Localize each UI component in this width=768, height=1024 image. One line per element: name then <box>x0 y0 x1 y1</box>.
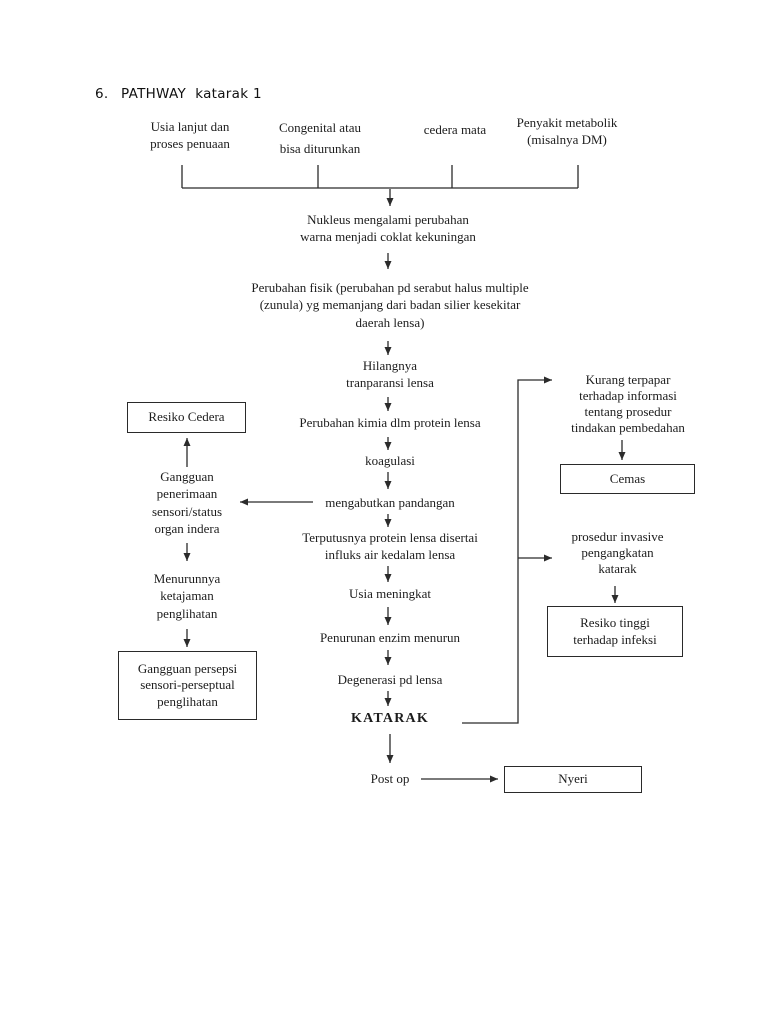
box-gangguan-persepsi: Gangguan persepsi sensori-perseptual pen… <box>118 651 257 720</box>
cause-usia-lanjut: Usia lanjut dan proses penuaan <box>150 119 230 152</box>
node-penurunan-enzim: Penurunan enzim menurun <box>319 630 461 645</box>
node-kurang-terpapar: Kurang terpapar terhadap informasi tenta… <box>571 372 685 436</box>
node-perubahan-fisik: Perubahan fisik (perubahan pd serabut ha… <box>251 280 529 330</box>
box-cemas: Cemas <box>560 464 695 494</box>
box-nyeri: Nyeri <box>504 766 642 793</box>
node-terputusnya-protein: Terputusnya protein lensa disertai influ… <box>302 530 478 563</box>
cause-cedera-mata: cedera mata <box>423 122 487 137</box>
page-title: 6. PATHWAY katarak 1 <box>95 86 262 150</box>
node-menurunnya-ketajaman: Menurunnya ketajaman penglihatan <box>153 571 221 621</box>
node-gangguan-penerimaan: Gangguan penerimaan sensori/status organ… <box>151 469 223 537</box>
box-resiko-infeksi: Resiko tinggi terhadap infeksi <box>547 606 683 657</box>
node-degenerasi-lensa: Degenerasi pd lensa <box>337 672 443 687</box>
page-title-number: 6. <box>95 86 109 102</box>
node-hilangnya-transparansi: Hilangnya tranparansi lensa <box>346 358 434 391</box>
node-post-op: Post op <box>370 771 410 786</box>
node-nukleus: Nukleus mengalami perubahan warna menjad… <box>300 212 476 245</box>
node-mengabutkan-pandangan: mengabutkan pandangan <box>325 495 455 510</box>
node-katarak: KATARAK <box>351 711 429 726</box>
page-title-text: PATHWAY katarak 1 <box>121 86 262 102</box>
cause-congenital: Congenital atau bisa diturunkan <box>279 120 361 156</box>
node-perubahan-kimia: Perubahan kimia dlm protein lensa <box>299 415 481 430</box>
box-resiko-cedera: Resiko Cedera <box>127 402 246 433</box>
node-koagulasi: koagulasi <box>365 453 415 468</box>
node-prosedur-invasive: prosedur invasive pengangkatan katarak <box>571 529 664 577</box>
node-usia-meningkat: Usia meningkat <box>349 586 431 601</box>
cause-penyakit-metabolik: Penyakit metabolik (misalnya DM) <box>516 115 618 148</box>
